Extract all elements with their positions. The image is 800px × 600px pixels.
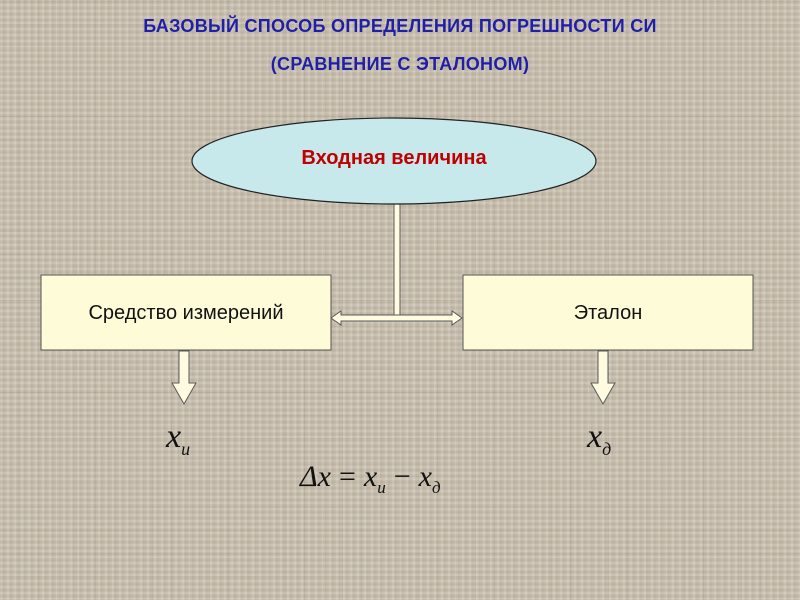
instrument-output-var: x [166, 418, 182, 455]
instrument-output-value: xи [166, 418, 191, 459]
slide-title-line1: БАЗОВЫЙ СПОСОБ ОПРЕДЕЛЕНИЯ ПОГРЕШНОСТИ С… [143, 16, 657, 36]
vertical-connector [393, 203, 401, 318]
input-ellipse [191, 117, 597, 205]
slide-title-line2: (СРАВНЕНИЕ С ЭТАЛОНОМ) [270, 54, 530, 74]
standard-output-arrow [590, 350, 616, 406]
instrument-output-sub: и [181, 439, 191, 459]
formula-term1: x [363, 460, 378, 493]
instrument-label: Средство измерений [88, 302, 284, 324]
double-arrow [330, 310, 463, 326]
standard-output-sub: д [602, 439, 612, 459]
standard-output-var: x [587, 418, 603, 455]
formula-lhs: Δx [300, 460, 331, 493]
instrument-box [40, 274, 332, 351]
formula-equals: = [338, 460, 356, 493]
standard-box [462, 274, 754, 351]
formula-term2: x [418, 460, 432, 493]
input-quantity-label: Входная величина [301, 147, 487, 169]
instrument-output-arrow [171, 350, 197, 406]
standard-label: Эталон [573, 302, 643, 324]
formula-minus: − [393, 460, 411, 493]
formula-term1-sub: и [377, 478, 386, 497]
standard-output-value: xд [587, 418, 612, 459]
formula-term2-sub: д [431, 478, 441, 497]
error-formula: Δx=xи−xд [300, 460, 441, 497]
